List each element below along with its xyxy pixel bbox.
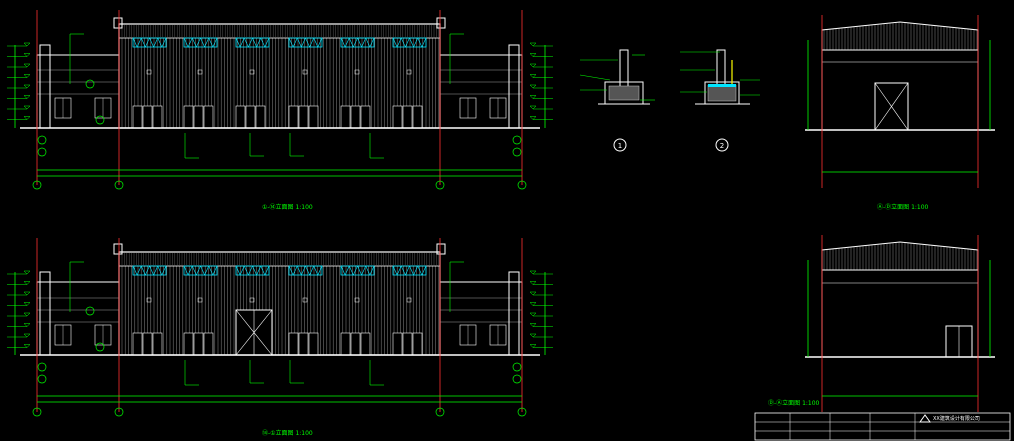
annotation-leaders-b	[7, 261, 553, 417]
detail-1-callout	[613, 138, 627, 152]
parapet-right	[436, 17, 446, 29]
foundation-detail-1: 1	[579, 49, 655, 152]
view-title-side-bottom: Ⓓ-Ⓐ立面图 1:100	[768, 399, 820, 407]
side-roof-cladding-b	[823, 242, 978, 270]
detail-2-label: 2	[720, 142, 724, 150]
ground-doors-b	[37, 297, 522, 356]
dimension-lines	[14, 45, 546, 177]
view-title-side-top: Ⓐ-Ⓓ立面图 1:100	[877, 203, 929, 211]
title-block-firm: XX建筑设计有限公司	[933, 415, 980, 422]
clerestory-windows	[132, 37, 427, 75]
side-elevation-bottom: Ⓓ-Ⓐ立面图 1:100	[768, 235, 995, 412]
title-block: XX建筑设计有限公司	[754, 412, 1011, 441]
firm-logo-icon	[919, 414, 931, 423]
side-elevation-top: Ⓐ-Ⓓ立面图 1:100	[805, 15, 995, 211]
column-pier-left	[39, 44, 51, 129]
front-elevation-bottom: ⑭-①立面图 1:100	[7, 238, 553, 437]
detail-2-callout	[715, 138, 729, 152]
dimension-lines-b	[14, 272, 546, 403]
front-elevation-top: ①-⑭立面图 1:100	[7, 10, 553, 211]
grid-axes-b	[36, 238, 523, 412]
side-roof-cladding	[823, 22, 978, 50]
view-title-front-top: ①-⑭立面图 1:100	[262, 203, 313, 211]
clerestory-windows-b	[132, 265, 427, 303]
column-pier-right	[508, 44, 520, 129]
view-title-front-bottom: ⑭-①立面图 1:100	[262, 429, 313, 437]
grid-axes	[36, 10, 523, 185]
detail-1-label: 1	[618, 142, 622, 150]
parapet-left	[113, 17, 123, 29]
foundation-detail-2: 2	[680, 49, 760, 152]
annotation-leaders	[7, 33, 553, 190]
